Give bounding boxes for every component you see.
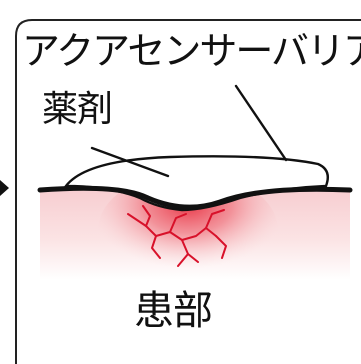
barrier-leader-line [234, 84, 288, 162]
pointer-arrow [0, 180, 9, 196]
label-aqua-sensor-barrier: アクアセンサーバリア [22, 29, 361, 73]
skin-surface-line [37, 185, 353, 210]
label-wound: 患部 [134, 288, 213, 334]
blood-vessels [127, 205, 227, 267]
drug-leader-line [90, 146, 170, 178]
label-drug: 薬剤 [42, 89, 113, 130]
frame-border [15, 19, 361, 364]
